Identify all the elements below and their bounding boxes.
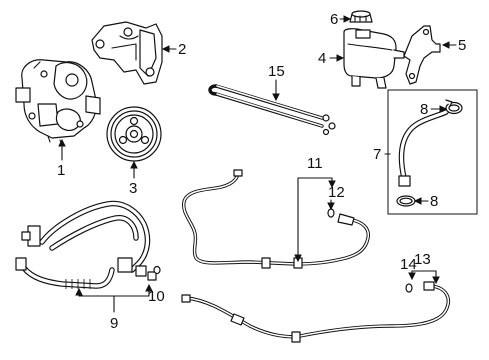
- callout-14: 14: [400, 256, 417, 273]
- cooler-tube: [208, 84, 336, 136]
- callout-3: 3: [129, 180, 137, 197]
- hose-clamp-upper: [445, 99, 463, 115]
- callout-1: 1: [57, 162, 65, 179]
- reservoir-cap: [349, 10, 373, 23]
- power-steering-pump: [15, 59, 101, 147]
- callout-5: 5: [458, 37, 466, 54]
- callout-6: 6: [330, 11, 338, 28]
- callout-2: 2: [178, 41, 186, 58]
- arrow-13b: [432, 276, 440, 285]
- arrow-13a: [408, 272, 416, 281]
- callout-12: 12: [328, 184, 345, 201]
- o-ring-10: [153, 265, 161, 275]
- callout-7: 7: [373, 146, 381, 163]
- callout-8-upper: 8: [420, 101, 428, 118]
- arrow-15: [272, 93, 280, 102]
- arrow-11a: [294, 254, 302, 263]
- callout-13: 13: [414, 251, 431, 268]
- callout-4: 4: [318, 50, 326, 67]
- callout-15: 15: [268, 63, 285, 80]
- arrow-2: [161, 45, 170, 53]
- arrow-9b: [145, 283, 153, 292]
- callout-9: 9: [110, 315, 118, 332]
- arrow-11b: [328, 180, 336, 189]
- arrow-1: [58, 138, 66, 147]
- pump-pulley: [106, 106, 162, 162]
- callout-10: 10: [148, 288, 165, 305]
- pressure-tube: [181, 281, 451, 343]
- fluid-reservoir: [343, 28, 405, 89]
- reservoir-bracket: [403, 25, 441, 85]
- o-ring-14: [405, 283, 413, 293]
- arrow-3: [130, 160, 138, 169]
- callout-8-lower: 8: [430, 193, 438, 210]
- return-tube: [181, 169, 370, 269]
- arrow-12: [327, 202, 335, 211]
- o-ring-12: [327, 208, 335, 218]
- arrow-8b: [413, 197, 422, 205]
- arrow-5: [441, 41, 450, 49]
- hose-assembly: [15, 200, 157, 289]
- arrow-4: [336, 54, 345, 62]
- pump-bracket: [91, 21, 163, 85]
- callout-11: 11: [307, 155, 323, 172]
- arrow-9a: [75, 287, 83, 296]
- arrow-8a: [439, 105, 448, 113]
- arrow-6: [343, 15, 352, 23]
- hose-clamp-lower: [396, 195, 416, 207]
- reservoir-hose: [398, 109, 449, 187]
